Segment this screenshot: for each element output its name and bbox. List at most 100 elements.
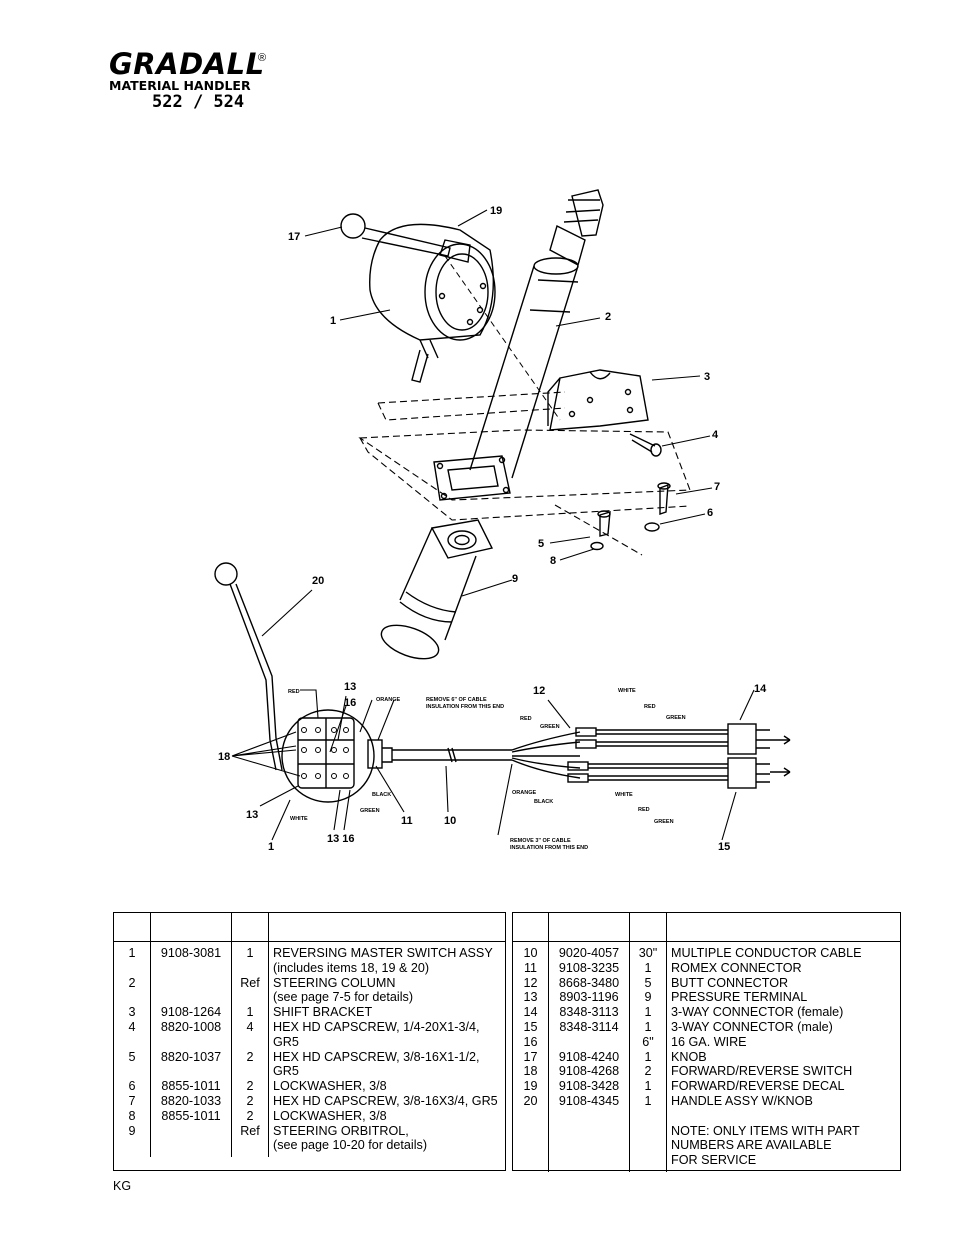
part-number: 8820-1033: [160, 1093, 222, 1108]
item-number: 3: [128, 1005, 136, 1020]
quantity: 4: [246, 1019, 254, 1034]
callout-1-lower: 1: [268, 841, 274, 853]
part-description: HEX HD CAPSCREW, 3/8-16X1-1/2,: [273, 1049, 480, 1064]
callout-12: 12: [533, 685, 545, 697]
item-number: 19: [523, 1079, 538, 1094]
note-remove-6-line2: INSULATION FROM THIS END: [426, 704, 504, 710]
part-number: 9108-3081: [160, 946, 222, 960]
quantity: 2: [246, 1079, 254, 1094]
quantity: Ref: [240, 975, 260, 990]
callout-19: 19: [490, 205, 502, 217]
wire-label-black: BLACK: [372, 792, 391, 798]
wire-label-red-bottom: RED: [638, 807, 650, 813]
part-number: 9108-4268: [558, 1064, 620, 1079]
item-number: 20: [523, 1093, 538, 1108]
callout-9: 9: [512, 573, 518, 585]
part-description: HEX HD CAPSCREW, 1/4-20X1-3/4,: [273, 1019, 480, 1034]
part-number: 9108-4240: [558, 1049, 620, 1064]
part-description: (includes items 18, 19 & 20): [273, 960, 430, 975]
part-description: LOCKWASHER, 3/8: [273, 1079, 387, 1094]
service-note: NUMBERS ARE AVAILABLE: [671, 1138, 832, 1153]
quantity: [232, 961, 268, 976]
wire-label-white-bottom: WHITE: [615, 792, 633, 798]
item-number: 6: [128, 1079, 136, 1094]
callout-13-lower: 13: [246, 809, 258, 821]
part-number: 8348-3113: [559, 1005, 619, 1020]
handle-assy: [214, 562, 283, 771]
wire-label-black-right: BLACK: [534, 799, 553, 805]
part-description: LOCKWASHER, 3/8: [273, 1108, 387, 1123]
exploded-parts-diagram: 19 17 1 2 3 4 7 6 5 8 9 20 13 16 12 14 1…: [214, 189, 791, 853]
part-number: [151, 1035, 231, 1050]
part-description: ROMEX CONNECTOR: [671, 960, 802, 975]
quantity: 1: [644, 1093, 652, 1108]
model-number: 522 / 524: [152, 92, 245, 112]
part-number: 8855-1011: [161, 1079, 221, 1094]
callout-16: 16: [344, 697, 356, 709]
part-number: 9020-4057: [558, 946, 620, 960]
callout-15: 15: [718, 841, 730, 853]
part-description: MULTIPLE CONDUCTOR CABLE: [671, 946, 862, 960]
item-number: 17: [523, 1049, 538, 1064]
callout-18: 18: [218, 751, 230, 763]
quantity: 1: [246, 946, 254, 960]
brand-logo: GRADALL: [109, 47, 265, 81]
part-number: 8348-3114: [559, 1019, 619, 1034]
part-number: [151, 1124, 231, 1139]
part-description: GR5: [273, 1064, 299, 1079]
callout-17: 17: [288, 231, 300, 243]
callout-2: 2: [605, 311, 611, 323]
part-description: FORWARD/REVERSE DECAL: [671, 1079, 845, 1094]
item-number: 9: [128, 1123, 136, 1138]
callout-1: 1: [330, 315, 336, 327]
part-description: STEERING COLUMN: [273, 975, 396, 990]
part-description: SHIFT BRACKET: [273, 1005, 373, 1020]
part-description: KNOB: [671, 1049, 707, 1064]
callout-6: 6: [707, 507, 713, 519]
part-number: 8820-1008: [160, 1019, 222, 1034]
item-number: [114, 1064, 150, 1079]
callout-5: 5: [538, 538, 544, 550]
part-description: (see page 10-20 for details): [273, 1138, 428, 1153]
item-number: [114, 1035, 150, 1050]
part-number: 9108-1264: [160, 1005, 222, 1020]
callout-3: 3: [704, 371, 710, 383]
quantity: [232, 1064, 268, 1079]
part-number: [151, 1138, 231, 1153]
quantity: [232, 990, 268, 1005]
note-remove-3-line1: REMOVE 3" OF CABLE: [510, 838, 571, 844]
part-description: GR5: [273, 1034, 299, 1049]
quantity: 2: [246, 1108, 254, 1123]
quantity: 1: [644, 1005, 652, 1020]
item-number: 8: [128, 1108, 136, 1123]
footer-code: KG: [113, 1179, 132, 1193]
service-note: NOTE: ONLY ITEMS WITH PART: [671, 1123, 860, 1138]
wire-label-red-mid: RED: [520, 716, 532, 722]
item-number: 7: [128, 1093, 136, 1108]
quantity: Ref: [240, 1123, 260, 1138]
capscrews: [590, 433, 671, 551]
part-description: 3-WAY CONNECTOR (male): [671, 1019, 833, 1034]
item-number: [114, 961, 150, 976]
wire-label-green: GREEN: [360, 808, 380, 814]
quantity: 1: [644, 1019, 652, 1034]
callout-numbers: 19 17 1 2 3 4 7 6 5 8 9 20 13 16 12 14 1…: [218, 205, 767, 853]
quantity: 2: [644, 1064, 652, 1079]
callout-4: 4: [712, 429, 719, 441]
item-number: 2: [128, 975, 136, 990]
callout-8: 8: [550, 555, 556, 567]
quantity: 1: [644, 1079, 652, 1094]
shift-bracket: [547, 369, 649, 431]
wire-label-red-top: RED: [644, 704, 656, 710]
leader-lines: [231, 209, 755, 841]
item-number: 11: [523, 960, 538, 975]
part-description: 3-WAY CONNECTOR (female): [671, 1005, 844, 1020]
item-number: 5: [128, 1049, 136, 1064]
wire-labels: RED ORANGE BLACK GREEN WHITE WHITE RED G…: [288, 688, 686, 851]
quantity: 1: [644, 960, 652, 975]
quantity: 30": [638, 946, 658, 960]
butt-connectors: [567, 727, 597, 783]
part-number: [151, 990, 231, 1005]
registered-mark: ®: [258, 52, 267, 64]
